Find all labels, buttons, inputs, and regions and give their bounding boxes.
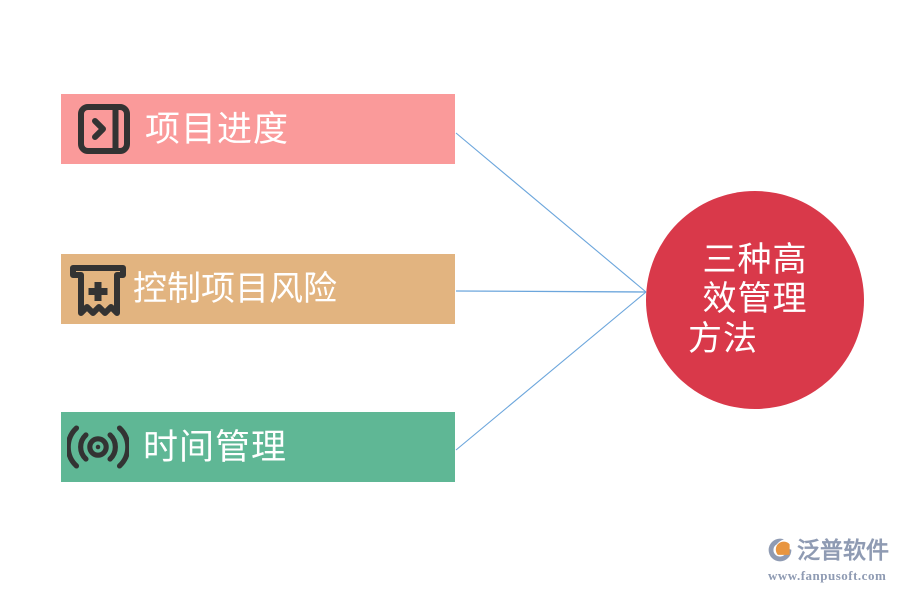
node-project-progress[interactable]: 项目进度 bbox=[61, 94, 455, 164]
hub-circle[interactable]: 三种高 效管理 方法 bbox=[646, 191, 864, 409]
watermark-url-text: www.fanpusoft.com bbox=[768, 568, 887, 583]
node-label-time-management: 时间管理 bbox=[143, 427, 288, 467]
watermark-brand-text: 泛普软件 bbox=[797, 536, 889, 563]
connector-line-control-project-risk bbox=[455, 290, 647, 293]
node-label-project-progress: 项目进度 bbox=[145, 109, 290, 149]
connector-line-time-management bbox=[455, 291, 647, 451]
watermark: 泛普软件 www.fanpusoft.com bbox=[766, 536, 894, 586]
hub-text-line-1: 三种高 bbox=[702, 240, 808, 279]
receipt-plus-icon bbox=[67, 260, 129, 318]
watermark-brand-row: 泛普软件 bbox=[766, 536, 889, 564]
connector-line-project-progress bbox=[455, 132, 647, 293]
panel-chevron-right-icon bbox=[73, 100, 135, 158]
broadcast-signal-icon bbox=[67, 418, 129, 476]
node-label-control-project-risk: 控制项目风险 bbox=[133, 270, 337, 308]
hub-text-line-2: 效管理 bbox=[702, 280, 808, 319]
fanpu-arc-logo-icon bbox=[768, 538, 793, 562]
hub-text-line-3: 方法 bbox=[688, 319, 758, 358]
node-time-management[interactable]: 时间管理 bbox=[61, 412, 455, 482]
node-control-project-risk[interactable]: 控制项目风险 bbox=[61, 254, 455, 324]
